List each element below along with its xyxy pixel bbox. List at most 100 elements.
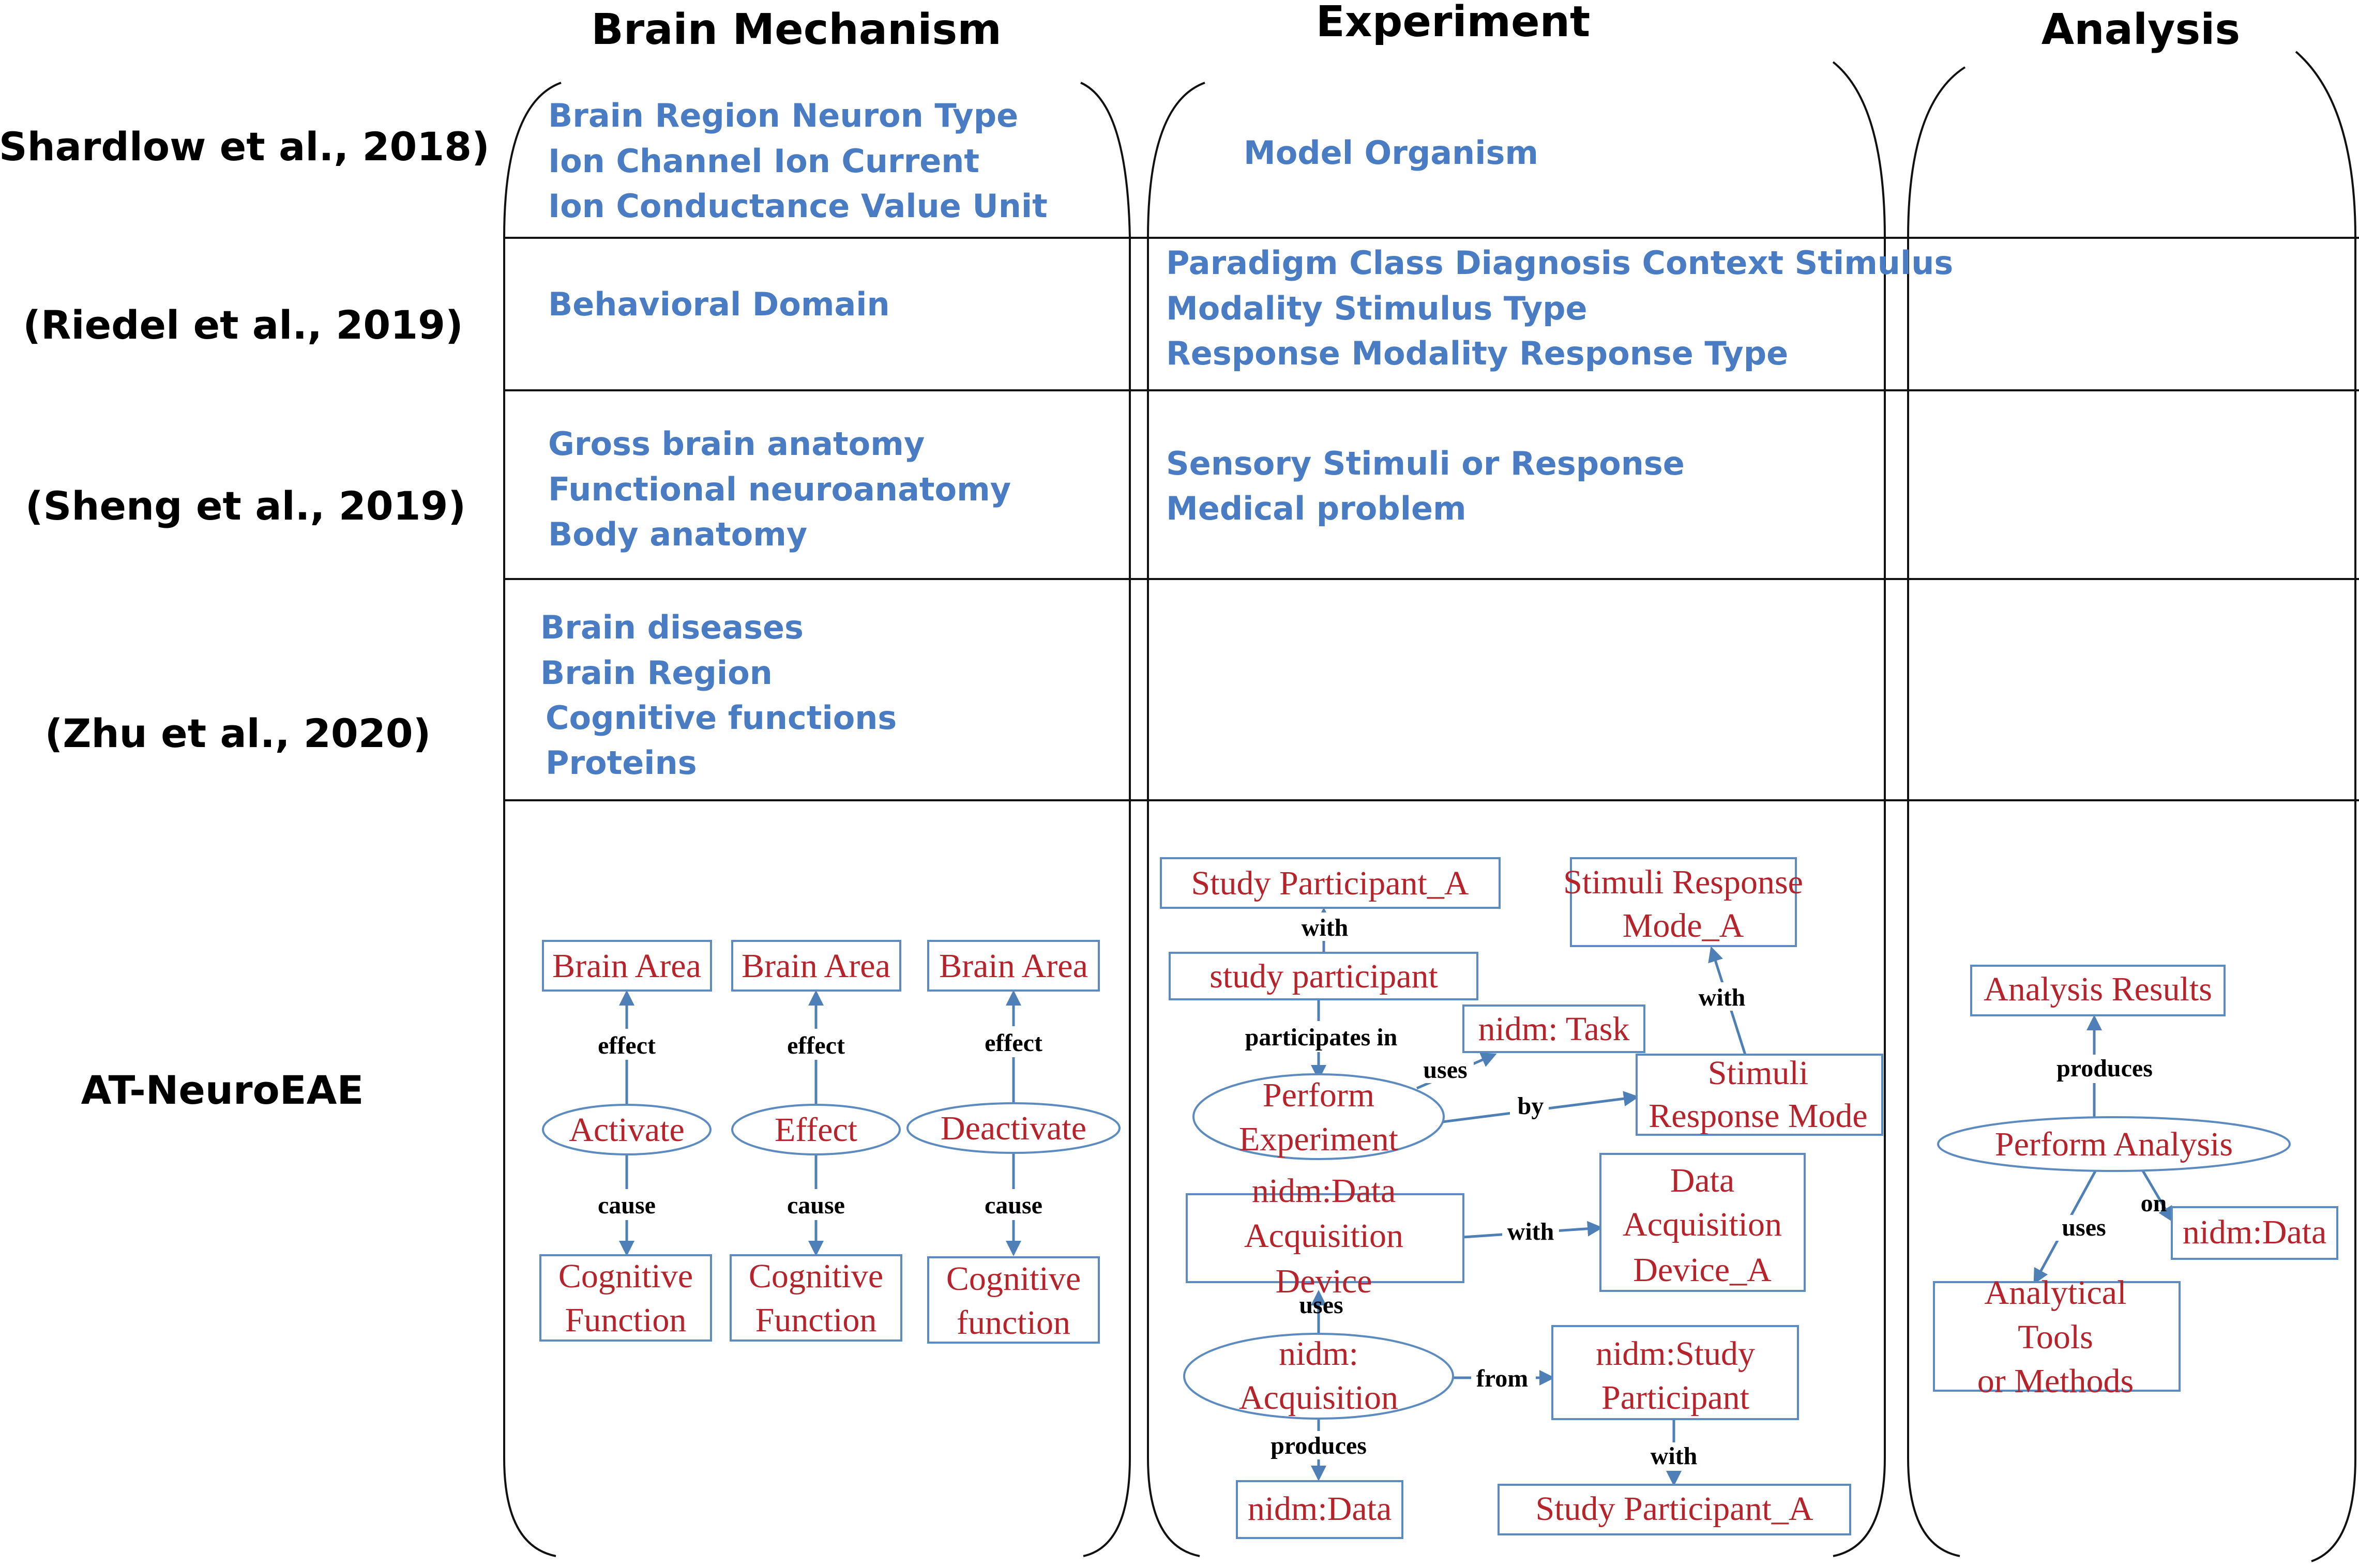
- term: Paradigm Class Diagnosis Context Stimulu…: [1166, 244, 1953, 282]
- data-acq-device-a-line: Device_A: [1633, 1251, 1772, 1289]
- nidm-study-participant-line: Participant: [1601, 1379, 1749, 1417]
- analysis-diagram: Analysis Results produces Perform Analys…: [1933, 965, 2338, 1400]
- data-acquisition-device-a-node: [1599, 1153, 1806, 1292]
- nidm-acquisition-line: Acquisition: [1239, 1379, 1398, 1417]
- deactivate-label: Deactivate: [941, 1109, 1086, 1147]
- nidm-data-acq-device-line: Acquisition: [1244, 1217, 1403, 1255]
- edge-label-effect: effect: [985, 1029, 1042, 1057]
- term: Ion Conductance Value Unit: [548, 187, 1048, 225]
- cognitive-function-line: Function: [565, 1301, 687, 1339]
- activate-node: [542, 1104, 712, 1155]
- edge-label-with: with: [1507, 1218, 1554, 1245]
- analysis-nidm-data-label: nidm:Data: [2183, 1213, 2327, 1251]
- stimuli-response-mode-line: Stimuli: [1708, 1054, 1808, 1092]
- edge-on: [2139, 1166, 2173, 1223]
- header-analysis: Analysis: [2042, 5, 2240, 54]
- nidm-acquisition-line: nidm:: [1279, 1335, 1358, 1373]
- cognitive-function-box-3: [927, 1256, 1100, 1344]
- nidm-study-participant-node: [1551, 1325, 1799, 1420]
- edge-label-cause: cause: [985, 1192, 1042, 1219]
- study-participant-label: study participant: [1209, 957, 1438, 995]
- term: Ion Channel Ion Current: [548, 142, 979, 180]
- zhu-brain-terms: Brain diseases Brain Region Cognitive fu…: [540, 608, 897, 782]
- data-acq-device-a-line: Acquisition: [1623, 1206, 1782, 1243]
- term: Proteins: [546, 744, 697, 782]
- row-label-shardlow: (Shardlow et al., 2018): [0, 124, 490, 170]
- stimuli-response-mode-line: Response Mode: [1649, 1097, 1867, 1135]
- cognitive-function-line: Function: [755, 1301, 877, 1339]
- perform-experiment-node: [1192, 1073, 1445, 1160]
- stimuli-response-mode-a-line: Mode_A: [1623, 907, 1744, 945]
- nidm-data-acq-device-line: Device: [1276, 1262, 1372, 1300]
- brain-area-label: Brain Area: [742, 947, 890, 985]
- cognitive-function-line: function: [957, 1304, 1070, 1342]
- analysis-column-outline: [1907, 51, 2356, 1562]
- edge-label-uses: uses: [2062, 1214, 2106, 1241]
- header-experiment: Experiment: [1316, 0, 1590, 47]
- perform-experiment-line: Perform: [1263, 1076, 1374, 1114]
- term: Gross brain anatomy: [548, 425, 925, 463]
- cognitive-function-box-1: [539, 1254, 712, 1342]
- analytical-tools-line: Analytical: [1985, 1274, 2127, 1312]
- edge-label-participates-in: participates in: [1245, 1024, 1398, 1051]
- term: Brain diseases: [540, 608, 804, 646]
- row-dividers: [504, 237, 2359, 801]
- edge-label-uses: uses: [1423, 1056, 1467, 1084]
- row-label-at-neuroeae: AT-NeuroEAE: [81, 1067, 364, 1113]
- analysis-nidm-data-node: [2171, 1206, 2338, 1260]
- cognitive-function-line: Cognitive: [558, 1257, 693, 1295]
- brain-area-box-2: [731, 940, 901, 992]
- data-acq-device-a-line: Data: [1670, 1162, 1735, 1199]
- riedel-experiment-terms: Paradigm Class Diagnosis Context Stimulu…: [1166, 244, 1953, 372]
- term: Brain Region: [540, 654, 773, 692]
- analytical-tools-line: Tools: [2018, 1318, 2093, 1356]
- nidm-acquisition-node: [1183, 1333, 1454, 1420]
- shardlow-brain-terms: Brain Region Neuron Type Ion Channel Ion…: [548, 97, 1048, 225]
- term: Response Modality Response Type: [1166, 334, 1788, 372]
- brain-area-label: Brain Area: [939, 947, 1088, 985]
- nidm-task-node: [1462, 1004, 1645, 1053]
- analytical-tools-line: or Methods: [1977, 1362, 2134, 1400]
- row-label-sheng: (Sheng et al., 2019): [25, 483, 466, 529]
- edge-label-cause: cause: [787, 1192, 845, 1219]
- edge-label-by: by: [1518, 1092, 1544, 1120]
- stimuli-response-mode-a-node: [1570, 857, 1797, 947]
- sheng-experiment-terms: Sensory Stimuli or Response Medical prob…: [1166, 445, 1685, 527]
- nidm-task-label: nidm: Task: [1478, 1010, 1629, 1048]
- riedel-brain-term: Behavioral Domain: [548, 285, 890, 323]
- nidm-data-node: [1236, 1480, 1403, 1539]
- header-brain-mechanism: Brain Mechanism: [591, 5, 1002, 54]
- stimuli-response-mode-a-line: Stimuli Response: [1563, 863, 1803, 901]
- edge-label-effect: effect: [598, 1032, 656, 1059]
- term: Body anatomy: [548, 515, 807, 553]
- perform-analysis-label: Perform Analysis: [1995, 1125, 2233, 1163]
- edge-label-uses: uses: [1299, 1291, 1343, 1319]
- edge-label-with: with: [1699, 984, 1746, 1011]
- cognitive-function-box-2: [730, 1254, 902, 1342]
- analysis-results-label: Analysis Results: [1984, 970, 2212, 1008]
- edge-label-effect: effect: [787, 1032, 845, 1059]
- experiment-diagram: Study Participant_A with study participa…: [1160, 857, 1883, 1539]
- brain-area-label: Brain Area: [552, 947, 701, 985]
- edge-label-produces: produces: [1271, 1432, 1367, 1459]
- row-label-zhu: (Zhu et al., 2020): [45, 710, 431, 756]
- perform-analysis-node: [1937, 1116, 2291, 1172]
- edge-label-on: on: [2141, 1190, 2167, 1217]
- nidm-data-acquisition-device-node: [1186, 1193, 1464, 1283]
- brain-area-box-1: [542, 940, 712, 992]
- row-label-riedel: (Riedel et al., 2019): [23, 302, 463, 348]
- nidm-data-acq-device-line: nidm:Data: [1252, 1172, 1396, 1210]
- term: Medical problem: [1166, 490, 1466, 527]
- sheng-brain-terms: Gross brain anatomy Functional neuroanat…: [548, 425, 1011, 553]
- shardlow-experiment-term: Model Organism: [1244, 134, 1538, 172]
- analytical-tools-node: [1933, 1281, 2181, 1392]
- study-participant-node: [1169, 952, 1478, 1000]
- effect-node: [731, 1104, 901, 1155]
- edge-label-produces: produces: [2056, 1055, 2153, 1082]
- perform-experiment-line: Experiment: [1239, 1120, 1398, 1158]
- nidm-study-participant-line: nidm:Study: [1596, 1335, 1755, 1373]
- stimuli-response-mode-node: [1636, 1054, 1883, 1136]
- edge-label-with: with: [1651, 1442, 1698, 1470]
- cognitive-function-line: Cognitive: [946, 1260, 1081, 1298]
